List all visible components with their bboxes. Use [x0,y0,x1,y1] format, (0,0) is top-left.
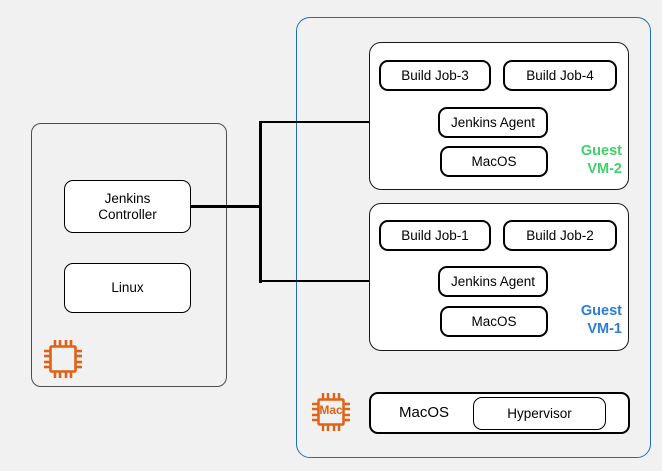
connector-vertical-bus [259,121,262,283]
build-job-1-box[interactable]: Build Job-1 [379,220,491,251]
vm1-jenkins-agent-label: Jenkins Agent [450,273,536,289]
linux-label: Linux [111,280,144,296]
hypervisor-box[interactable]: Hypervisor [473,397,606,430]
guest-vm-1-label-line2: VM-1 [587,320,622,337]
cpu-chip-icon [40,336,86,382]
build-job-3-box[interactable]: Build Job-3 [379,60,491,91]
build-job-4-label: Build Job-4 [526,67,594,83]
guest-vm-1-label-line1: Guest [580,303,622,319]
jenkins-controller-box[interactable]: Jenkins Controller [64,180,191,233]
vm2-jenkins-agent-label: Jenkins Agent [450,114,536,130]
guest-vm-1-label: Guest VM-1 [556,303,622,338]
host-macos-label: MacOS [399,404,450,422]
jenkins-controller-machine-panel [31,123,227,387]
vm1-macos-label: MacOS [471,313,517,329]
build-job-1-label: Build Job-1 [401,227,469,243]
connector-to-vm1-agent [259,280,431,283]
mac-host-container [296,17,651,458]
vm1-jenkins-agent-box[interactable]: Jenkins Agent [438,266,548,297]
connector-to-vm2-agent [259,121,431,124]
build-job-3-label: Build Job-3 [401,67,469,83]
guest-vm-2-label-line2: VM-2 [587,160,622,177]
build-job-2-label: Build Job-2 [526,227,594,243]
jenkins-controller-label-line1: Jenkins [104,190,151,206]
build-job-2-box[interactable]: Build Job-2 [503,220,617,251]
vm2-jenkins-agent-box[interactable]: Jenkins Agent [438,107,548,138]
vm2-macos-box[interactable]: MacOS [440,146,548,177]
mac-chip-icon: Mac [309,387,353,437]
jenkins-controller-label-line2: Controller [98,206,157,222]
build-job-4-box[interactable]: Build Job-4 [503,60,617,91]
hypervisor-label: Hypervisor [507,405,572,421]
vm2-macos-label: MacOS [471,153,517,169]
guest-vm-2-label: Guest VM-2 [556,143,622,178]
linux-box[interactable]: Linux [64,263,191,313]
guest-vm-2-label-line1: Guest [580,143,622,159]
vm1-macos-box[interactable]: MacOS [440,306,548,337]
connector-controller-stem [190,205,262,208]
